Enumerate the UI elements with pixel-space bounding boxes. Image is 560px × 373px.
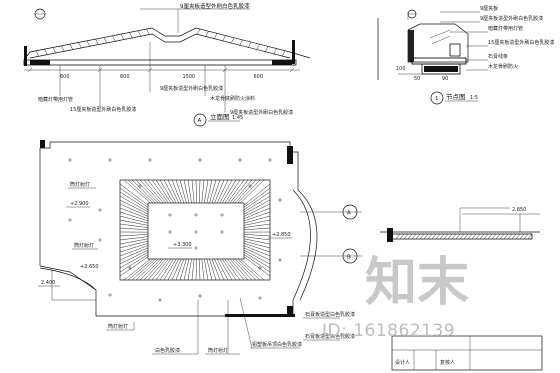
partial-hatching — [395, 233, 533, 240]
section-marker-a: A — [347, 211, 351, 217]
plan-label-mat2: 铝塑板吊顶白色乳胶漆 — [252, 341, 302, 348]
section-a-dimension-ticks: 600 600 1500 600 — [27, 67, 295, 80]
light-fixture-icon — [98, 238, 102, 242]
light-fixture-icon — [108, 293, 112, 297]
light-fixture-icon — [258, 266, 262, 270]
ceiling-lights — [68, 158, 282, 302]
elev-label-2: +3.300 — [173, 242, 192, 248]
detail-marker: 1 — [435, 96, 439, 102]
detail-node: 100 50 90 9厘夹板 9厘夹板造型外刷白色乳胶漆 暗藏灯带用灯管 15厘… — [377, 5, 554, 105]
light-fixture-icon — [278, 258, 282, 262]
light-fixture-icon — [68, 218, 72, 222]
light-fixture-icon — [198, 158, 202, 162]
section-a-label-left2: 15厘夹板造型外刷白色乳胶漆 — [70, 106, 136, 113]
detail-title: 节点图 — [446, 93, 466, 101]
light-fixture-icon — [148, 158, 152, 162]
section-a-label-right: 木龙骨底刷防火涂料 — [210, 95, 255, 102]
plan-label-mat1: 石膏板造型白色乳胶漆 — [305, 311, 355, 318]
light-fixture-icon — [248, 184, 252, 188]
watermark: 知末 ID: 161862139 — [322, 253, 469, 341]
light-fixture-icon — [198, 294, 202, 298]
detail-label-2: 9厘夹板造型外刷白色乳胶漆 — [480, 15, 543, 22]
plan-label-mat4: 白色乳胶漆 — [155, 347, 180, 354]
section-a-scale: 1:45 — [232, 115, 243, 121]
detail-label-6: 木龙骨刷防火 — [488, 63, 518, 70]
light-fixture-icon — [194, 230, 198, 234]
section-a-top-label: 9厘夹板造型外刷白色乳胶漆 — [180, 2, 250, 10]
section-a-dim-label: 600 — [60, 74, 70, 80]
section-a-marker-circle — [193, 113, 207, 127]
plan-label-ceiling-bottom: 筒灯射灯 — [208, 347, 228, 354]
detail-label-4: 15厘夹板造型外刷白色乳胶漆 — [488, 39, 554, 46]
detail-label-1: 9厘夹板 — [480, 5, 498, 12]
light-fixture-icon — [98, 208, 102, 212]
plan-label-rim-mid: 筒灯射灯 — [74, 242, 94, 249]
plan-label-rim-top: 筒灯射灯 — [70, 181, 90, 188]
detail-scale: 1:5 — [470, 95, 478, 101]
partial-mid: 2.850 — [512, 207, 526, 213]
section-a-elevation: 9厘夹板造型外刷白色乳胶漆 600 600 1500 600 暗藏灯带用灯管 15厘夹… — [23, 2, 311, 127]
light-fixture-icon — [268, 158, 272, 162]
table-cell-1: 设计人 — [395, 359, 410, 366]
section-marker-b-circle — [342, 248, 358, 264]
plan-label-mat3: 石膏板造型白色乳胶漆 — [305, 333, 355, 340]
elev-label-5: 2.400 — [41, 280, 55, 286]
detail-dim-2: 50 — [414, 76, 420, 82]
light-fixture-icon — [68, 158, 72, 162]
section-a-label-right2: 9厘夹板造型外刷白色乳胶漆 — [230, 109, 293, 116]
detail-dim-1: 100 — [396, 66, 406, 72]
section-a-label-left1: 暗藏灯带用灯管 — [38, 96, 73, 103]
light-fixture-icon — [220, 213, 224, 217]
light-fixture-icon — [108, 158, 112, 162]
light-fixture-icon — [194, 246, 198, 250]
section-a-dim-label: 600 — [120, 74, 130, 80]
coffer-hatching — [119, 179, 271, 281]
watermark-brand: 知末 — [365, 253, 469, 313]
light-fixture-icon — [278, 198, 282, 202]
ceiling-plan: +2.900 +3.300 +2.850 +2.650 2.400 筒灯射灯 筒… — [38, 140, 362, 355]
light-fixture-icon — [168, 230, 172, 234]
watermark-id: ID: 161862139 — [322, 321, 455, 341]
light-fixture-icon — [258, 296, 262, 300]
section-a-marker: A — [198, 118, 202, 124]
rafter-hatching — [35, 28, 286, 57]
section-marker-a-circle — [342, 204, 358, 220]
section-a-dim-label: 1500 — [183, 74, 196, 80]
light-fixture-icon — [220, 230, 224, 234]
light-fixture-icon — [194, 213, 198, 217]
light-fixture-icon — [158, 298, 162, 302]
detail-label-5: 石膏线条 — [488, 53, 508, 60]
section-a-dim-label: 600 — [254, 74, 264, 80]
light-fixture-icon — [138, 184, 142, 188]
table-cell-2: 复核人 — [440, 359, 455, 366]
plan-label-spot-bottom: 筒灯射灯 — [108, 323, 128, 330]
elev-label-4: +2.650 — [80, 264, 99, 270]
detail-dim-3: 90 — [442, 76, 448, 82]
section-a-title: 立面图 — [210, 112, 230, 121]
section-marker-b: B — [347, 255, 351, 261]
partial-section: 2.850 设计人 复核人 — [380, 207, 543, 371]
light-fixture-icon — [168, 213, 172, 217]
detail-marker-circle — [430, 91, 444, 105]
light-fixture-icon — [238, 158, 242, 162]
detail-label-3: 暗藏灯带用灯管 — [488, 25, 523, 32]
elev-label-3: +2.850 — [272, 232, 291, 238]
elev-label-1: +2.900 — [70, 201, 89, 207]
light-fixture-icon — [128, 266, 132, 270]
section-a-label-mid: 9厘夹板造型外刷白色乳胶漆 — [160, 85, 223, 92]
